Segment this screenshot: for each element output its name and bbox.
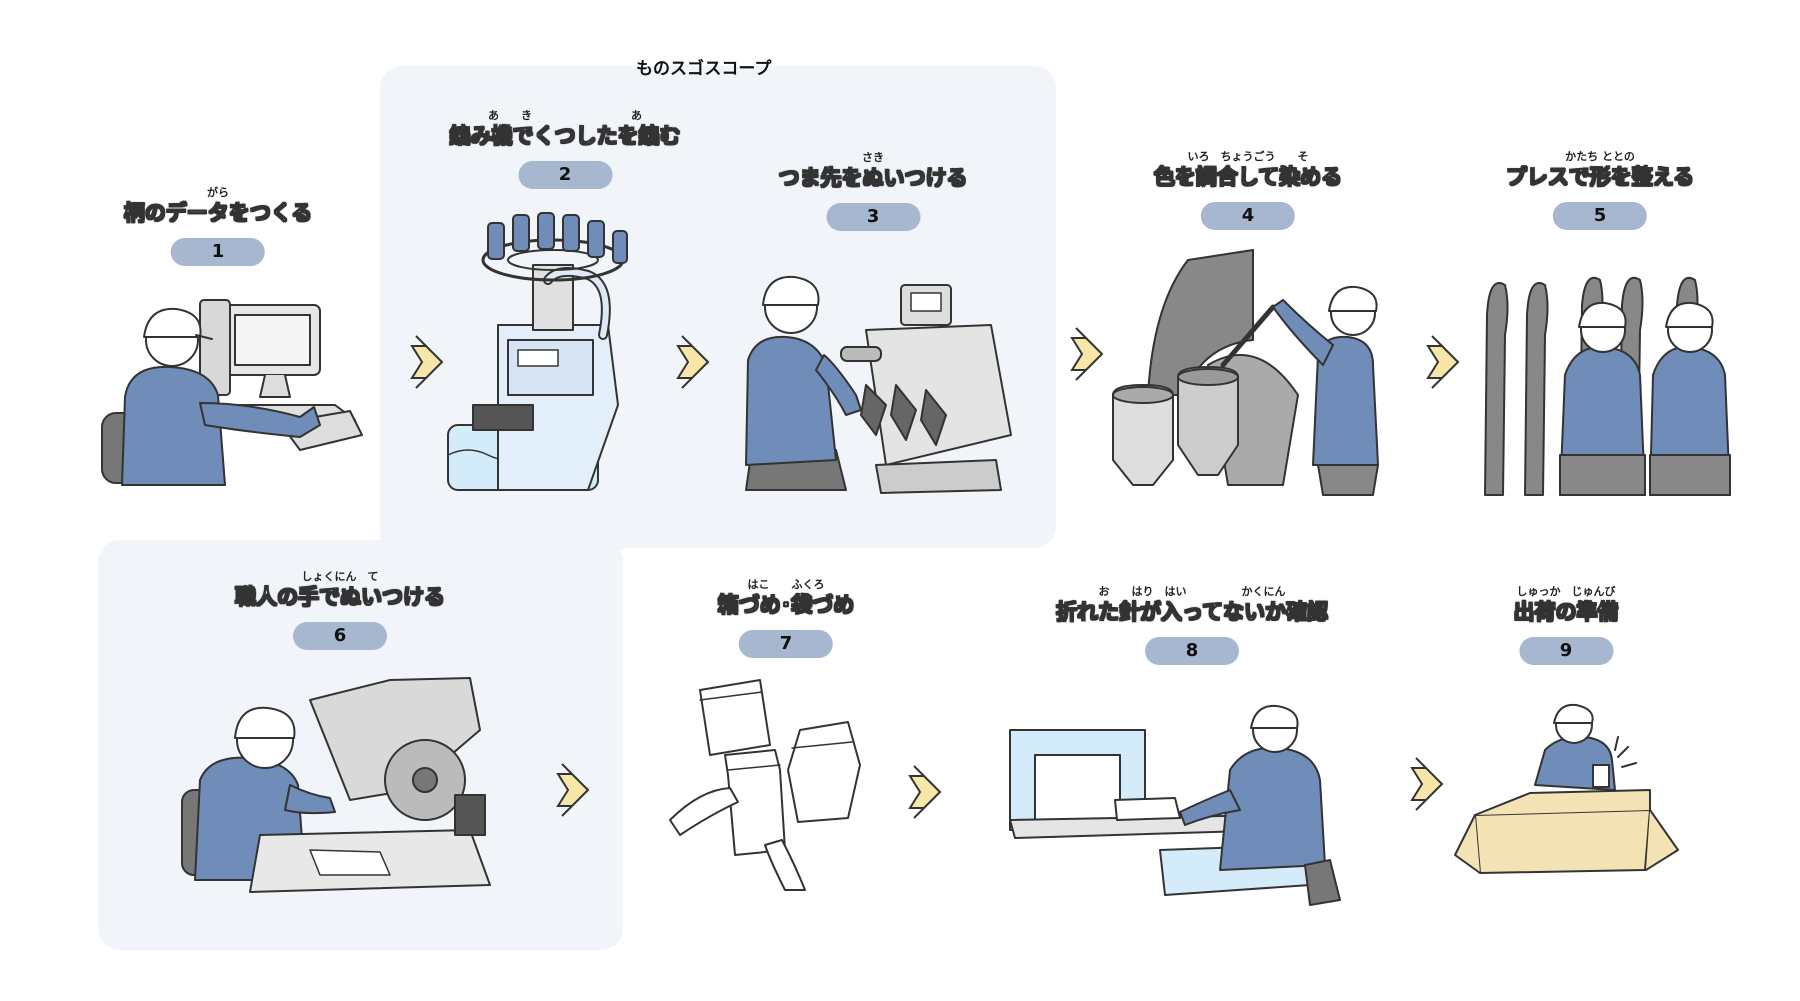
- step-9-number-badge: 9: [1519, 637, 1613, 665]
- step-4-title: 色を調合して染める: [1153, 165, 1343, 190]
- step-3-title: つま先をぬいつける: [778, 166, 968, 191]
- step-1-number-badge: 1: [171, 238, 265, 266]
- step-6-ruby: しょくにん て: [301, 570, 379, 583]
- step-7-ruby: はこ ふくろ: [747, 578, 825, 591]
- step-9-header: しゅっか じゅんび 出荷の準備 9: [1513, 585, 1619, 665]
- step-2-ruby: あ き あ: [488, 109, 642, 122]
- step-8-number-badge: 8: [1144, 637, 1239, 665]
- step-2-title: 編み機でくつしたを編む: [449, 124, 681, 149]
- step-5-header: かたち ととの プレスで形を整える 5: [1505, 150, 1695, 230]
- brand-label: ものスゴスコープ: [636, 59, 772, 79]
- step-7-title: 箱づめ･袋づめ: [717, 593, 855, 618]
- step-5-press-forms-illustration: [1484, 276, 1731, 496]
- step-6-hand-sewing-illustration: [181, 677, 491, 893]
- step-4-header: いろ ちょうごう そ 色を調合して染める 4: [1153, 150, 1343, 230]
- step-1-ruby: がら: [207, 186, 229, 199]
- step-1-header: がら 柄のデータをつくる 1: [123, 186, 313, 266]
- step-5-ruby: かたち ととの: [1565, 150, 1635, 163]
- flow-arrow-icon: [676, 335, 710, 389]
- flow-arrow-icon: [1426, 335, 1460, 389]
- step-8-title: 折れた針が入ってないか確認: [1056, 600, 1329, 625]
- step-3-number-badge: 3: [826, 203, 920, 231]
- flow-arrow-icon: [1070, 327, 1104, 381]
- step-6-number-badge: 6: [293, 622, 387, 650]
- step-7-header: はこ ふくろ 箱づめ･袋づめ 7: [717, 578, 855, 658]
- step-8-metal-detector-illustration: [1009, 704, 1341, 906]
- step-2-knitting-machine-illustration: [447, 212, 628, 491]
- step-9-ruby: しゅっか じゅんび: [1516, 585, 1616, 598]
- flow-arrow-icon: [556, 763, 590, 817]
- step-8-header: お はり はい かくにん 折れた針が入ってないか確認 8: [1056, 585, 1328, 665]
- step-2-number-badge: 2: [518, 161, 612, 189]
- flow-arrow-icon: [1410, 757, 1444, 811]
- step-6-header: しょくにん て 職人の手でぬいつける 6: [235, 570, 446, 650]
- step-5-title: プレスで形を整える: [1505, 165, 1695, 190]
- step-1-computer-worker-illustration: [101, 299, 363, 486]
- step-3-toe-sewing-illustration: [745, 275, 1012, 494]
- step-4-number-badge: 4: [1201, 202, 1295, 230]
- step-4-ruby: いろ ちょうごう そ: [1187, 150, 1309, 163]
- step-7-packaging-illustration: [669, 679, 861, 891]
- step-8-ruby: お はり はい かくにん: [1098, 585, 1286, 598]
- step-5-number-badge: 5: [1553, 202, 1647, 230]
- step-2-header: あ き あ 編み機でくつしたを編む 2: [449, 109, 681, 189]
- step-7-number-badge: 7: [739, 630, 833, 658]
- step-3-header: さき つま先をぬいつける 3: [778, 151, 968, 231]
- step-9-shipping-box-illustration: [1454, 703, 1679, 874]
- step-6-title: 職人の手でぬいつける: [235, 585, 446, 610]
- step-4-dyeing-machine-illustration: [1112, 249, 1379, 496]
- flow-arrow-icon: [410, 335, 444, 389]
- step-3-ruby: さき: [862, 151, 884, 164]
- step-9-title: 出荷の準備: [1513, 600, 1619, 625]
- step-1-title: 柄のデータをつくる: [123, 201, 313, 226]
- flow-arrow-icon: [908, 765, 942, 819]
